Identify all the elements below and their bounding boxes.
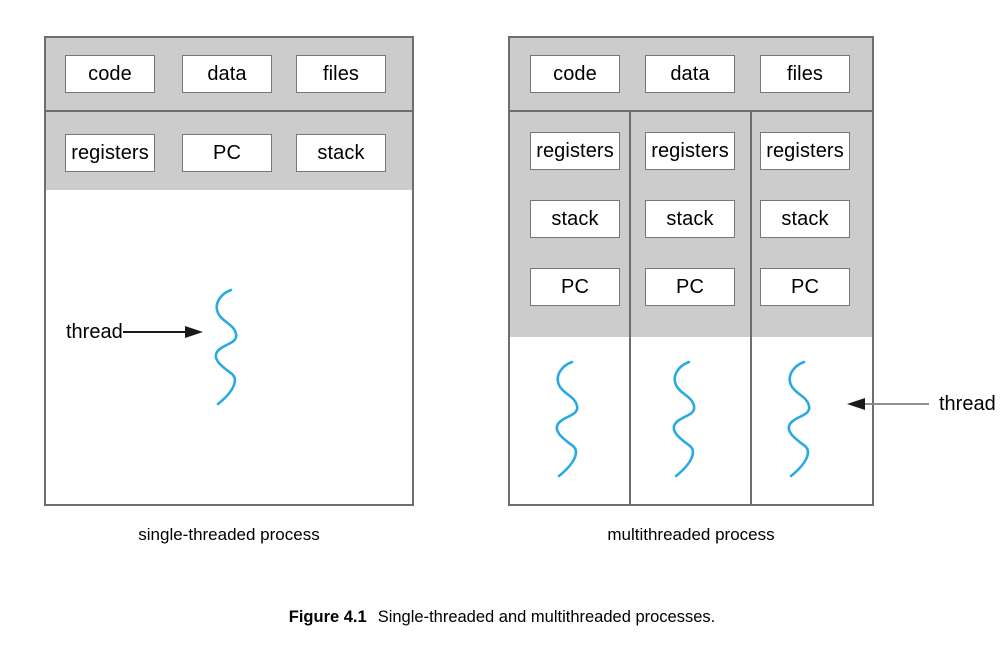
cell-files: files <box>296 55 386 93</box>
cell-registers: registers <box>530 132 620 170</box>
cell-stack: stack <box>645 200 735 238</box>
cell-stack: stack <box>760 200 850 238</box>
cell-pc: PC <box>530 268 620 306</box>
thread-column-divider-2 <box>750 112 752 504</box>
cell-stack: stack <box>296 134 386 172</box>
figure-number: Figure 4.1 <box>288 608 367 626</box>
thread-annotation-label-multi: thread <box>939 393 996 415</box>
thread-annotation-single: thread <box>66 322 205 342</box>
thread-squiggle-icon <box>555 360 579 478</box>
cell-data: data <box>645 55 735 93</box>
thread-column-divider-1 <box>629 112 631 504</box>
cell-pc: PC <box>182 134 272 172</box>
cell-files: files <box>760 55 850 93</box>
shared-thread-divider <box>510 110 872 112</box>
cell-registers: registers <box>760 132 850 170</box>
cell-pc: PC <box>760 268 850 306</box>
shared-thread-divider <box>46 110 412 112</box>
multithreaded-process-caption: multithreaded process <box>607 525 775 544</box>
thread-squiggle-icon <box>672 360 696 478</box>
thread-annotation-multi: thread <box>843 394 996 414</box>
cell-registers: registers <box>65 134 155 172</box>
figure-caption-text: Single-threaded and multithreaded proces… <box>377 608 716 626</box>
arrow-left-icon <box>847 398 929 410</box>
cell-registers: registers <box>645 132 735 170</box>
figure-caption: Figure 4.1 Single-threaded and multithrea… <box>0 608 1004 627</box>
thread-squiggle-icon <box>787 360 811 478</box>
cell-stack: stack <box>530 200 620 238</box>
multithreaded-process-diagram: code data files registers stack PC regis… <box>508 36 874 506</box>
thread-annotation-label-single: thread <box>66 321 123 343</box>
arrow-right-icon <box>122 326 203 338</box>
single-threaded-process-caption: single-threaded process <box>138 525 320 544</box>
cell-code: code <box>65 55 155 93</box>
cell-pc: PC <box>645 268 735 306</box>
thread-squiggle-icon <box>214 288 238 406</box>
cell-code: code <box>530 55 620 93</box>
cell-data: data <box>182 55 272 93</box>
single-threaded-process-diagram: code data files registers PC stack <box>44 36 414 506</box>
